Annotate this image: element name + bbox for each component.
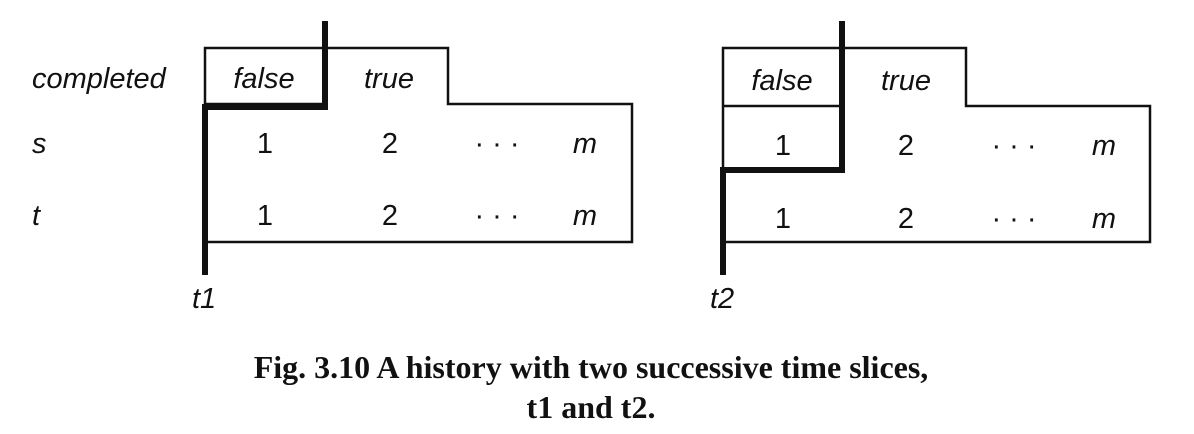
s-cell-ellipsis-t2: · · ·	[991, 130, 1036, 162]
history-panel-t2: false true 1 2 · · · m 1 2 · · · m t2	[710, 21, 1152, 315]
time-slice-boundary-t2	[720, 21, 845, 275]
s-cell-m-t2: m	[1092, 130, 1116, 162]
row-label-completed: completed	[32, 63, 167, 95]
s-cell-1-t1: 1	[257, 128, 273, 160]
t-cell-m-t2: m	[1092, 203, 1116, 235]
row-label-s: s	[32, 128, 47, 160]
s-cell-1-t2: 1	[775, 130, 791, 162]
s-cell-ellipsis-t1: · · ·	[474, 128, 519, 160]
t-cell-ellipsis-t1: · · ·	[474, 200, 519, 232]
completed-true-t1: true	[364, 63, 414, 95]
figure-caption-line-1: Fig. 3.10 A history with two successive …	[254, 349, 929, 385]
t-cell-ellipsis-t2: · · ·	[991, 203, 1036, 235]
history-panel-t1: false true 1 2 · · · m 1 2 · · · m t1	[192, 21, 634, 315]
time-slice-boundary-t1	[202, 21, 328, 275]
s-cell-m-t1: m	[573, 128, 597, 160]
row-label-t: t	[32, 200, 42, 232]
t-cell-m-t1: m	[573, 200, 597, 232]
completed-true-t2: true	[881, 65, 931, 97]
t-cell-1-t2: 1	[775, 203, 791, 235]
t-cell-2-t2: 2	[898, 203, 914, 235]
t-cell-1-t1: 1	[257, 200, 273, 232]
s-cell-2-t2: 2	[898, 130, 914, 162]
slice-label-t2: t2	[710, 283, 734, 315]
completed-false-t2: false	[751, 65, 812, 97]
slice-label-t1: t1	[192, 283, 216, 315]
s-cell-2-t1: 2	[382, 128, 398, 160]
figure-caption-line-2: t1 and t2.	[527, 389, 656, 425]
completed-false-t1: false	[233, 63, 294, 95]
t-cell-2-t1: 2	[382, 200, 398, 232]
